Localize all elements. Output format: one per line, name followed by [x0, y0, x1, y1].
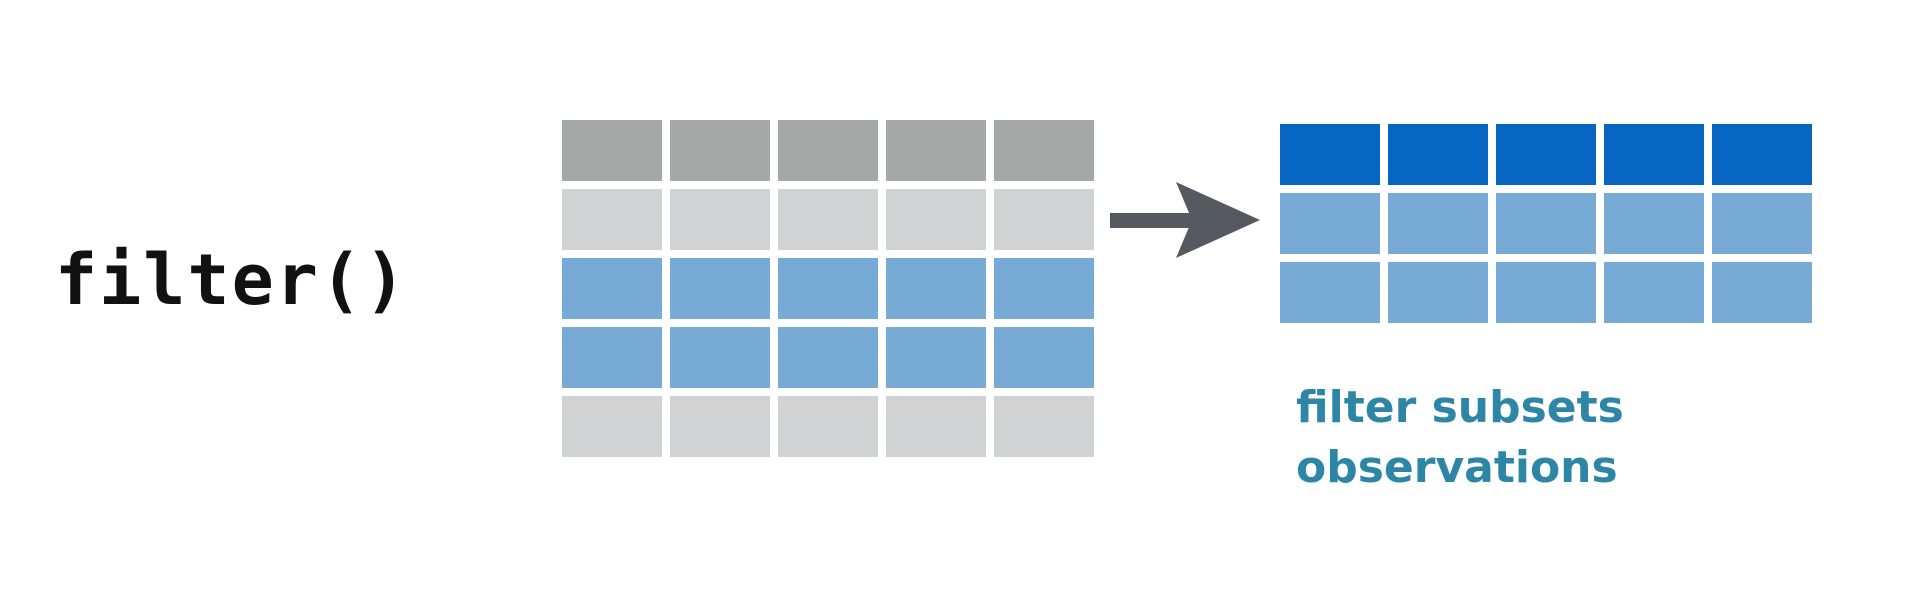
- caption-line-2: observations: [1296, 442, 1618, 493]
- output-table-cell-r2-c4: [1604, 193, 1704, 254]
- input-table-cell-r1-c2: [670, 120, 770, 181]
- output-table-cell-r2-c1: [1280, 193, 1380, 254]
- input-table-cell-r3-c5: [994, 258, 1094, 319]
- input-table-cell-r5-c3: [778, 396, 878, 457]
- input-table-cell-r3-c2: [670, 258, 770, 319]
- output-table-cell-r2-c2: [1388, 193, 1488, 254]
- function-label: filter(): [55, 239, 409, 321]
- input-table-cell-r4-c4: [886, 327, 986, 388]
- output-table-cell-r3-c4: [1604, 262, 1704, 323]
- output-table-cell-r1-c3: [1496, 124, 1596, 185]
- arrow-shaft: [1110, 213, 1206, 228]
- input-table-cell-r5-c5: [994, 396, 1094, 457]
- input-table-cell-r4-c1: [562, 327, 662, 388]
- caption-line-1: filter subsets: [1296, 382, 1624, 433]
- input-table-cell-r4-c2: [670, 327, 770, 388]
- right-arrow-icon: [1110, 182, 1260, 258]
- input-table-cell-r1-c1: [562, 120, 662, 181]
- input-table-cell-r5-c2: [670, 396, 770, 457]
- input-table-cell-r5-c4: [886, 396, 986, 457]
- output-table-cell-r1-c2: [1388, 124, 1488, 185]
- output-table-cell-r3-c2: [1388, 262, 1488, 323]
- input-table: [562, 120, 1094, 457]
- input-table-cell-r2-c3: [778, 189, 878, 250]
- output-table-cell-r1-c4: [1604, 124, 1704, 185]
- output-table-cell-r1-c5: [1712, 124, 1812, 185]
- output-table: [1280, 124, 1812, 323]
- input-table-cell-r1-c3: [778, 120, 878, 181]
- input-table-cell-r3-c4: [886, 258, 986, 319]
- input-table-cell-r4-c3: [778, 327, 878, 388]
- caption: filter subsets observations: [1296, 378, 1624, 498]
- input-table-cell-r2-c2: [670, 189, 770, 250]
- output-table-cell-r1-c1: [1280, 124, 1380, 185]
- output-table-cell-r2-c5: [1712, 193, 1812, 254]
- output-table-cell-r3-c1: [1280, 262, 1380, 323]
- output-table-cell-r3-c5: [1712, 262, 1812, 323]
- input-table-cell-r2-c1: [562, 189, 662, 250]
- input-table-cell-r3-c3: [778, 258, 878, 319]
- input-table-cell-r1-c5: [994, 120, 1094, 181]
- input-table-cell-r1-c4: [886, 120, 986, 181]
- input-table-cell-r2-c5: [994, 189, 1094, 250]
- output-table-cell-r2-c3: [1496, 193, 1596, 254]
- input-table-cell-r4-c5: [994, 327, 1094, 388]
- input-table-cell-r5-c1: [562, 396, 662, 457]
- output-table-cell-r3-c3: [1496, 262, 1596, 323]
- input-table-cell-r3-c1: [562, 258, 662, 319]
- input-table-cell-r2-c4: [886, 189, 986, 250]
- arrow-head: [1176, 182, 1260, 258]
